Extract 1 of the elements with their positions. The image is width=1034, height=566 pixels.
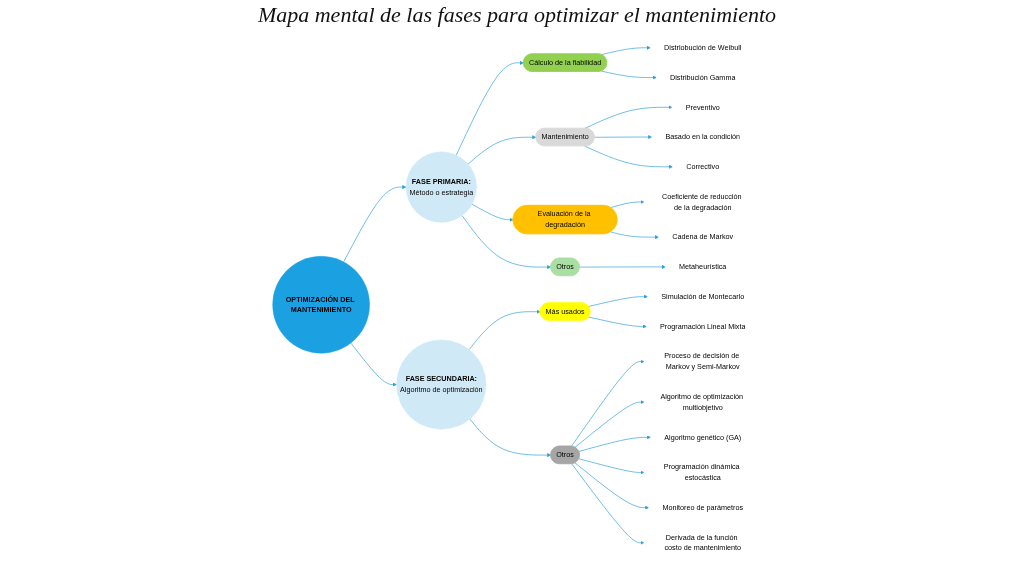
diagram-title: Mapa mental de las fases para optimizar el mantenimiento bbox=[256, 2, 778, 28]
